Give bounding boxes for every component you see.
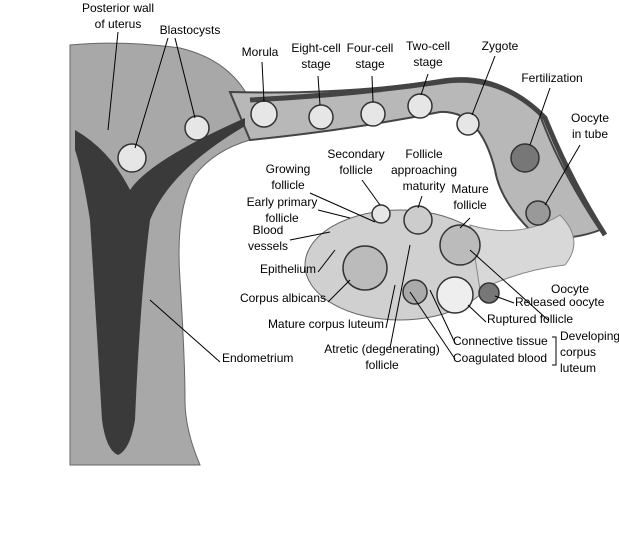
label-mature-corpus-luteum: Mature corpus luteum [267,317,384,331]
label-epithelium: Epithelium [259,262,316,276]
label-ruptured-follicle: Ruptured follicle [487,312,574,326]
blastocyst [184,115,210,141]
label-fertilization: Fertilization [521,71,583,85]
label-oocyte: Oocyte [551,282,590,296]
four-cell [360,101,386,127]
corpus-albicans [342,245,388,291]
label-endometrium: Endometrium [222,351,294,365]
secondary-follicle [371,204,391,224]
zygote [456,112,480,136]
ruptured-follicle [436,276,474,314]
two-cell [407,93,433,119]
leader-lines [107,31,581,366]
label-morula: Morula [241,45,279,59]
released-oocyte [478,282,500,304]
oocyte-in-tube [525,200,551,226]
follicle-approaching [403,205,433,235]
label-coagulated-blood: Coagulated blood [453,351,548,365]
blastocyst [117,143,147,173]
eight-cell [308,104,334,130]
uterine-cavity [75,118,245,455]
label-zygote: Zygote [481,39,519,53]
label-blastocysts: Blastocysts [159,23,221,37]
morula [250,100,278,128]
label-released-oocyte: Released oocyte [515,295,605,309]
fertilization [510,143,540,173]
mature-follicle [439,224,481,266]
label-connective-tissue: Connective tissue [453,334,548,348]
label-corpus-albicans: Corpus albicans [239,291,326,305]
atretic-follicle [402,279,428,305]
label-atretic-follicle: Atretic (degenerating)follicle [324,342,440,372]
